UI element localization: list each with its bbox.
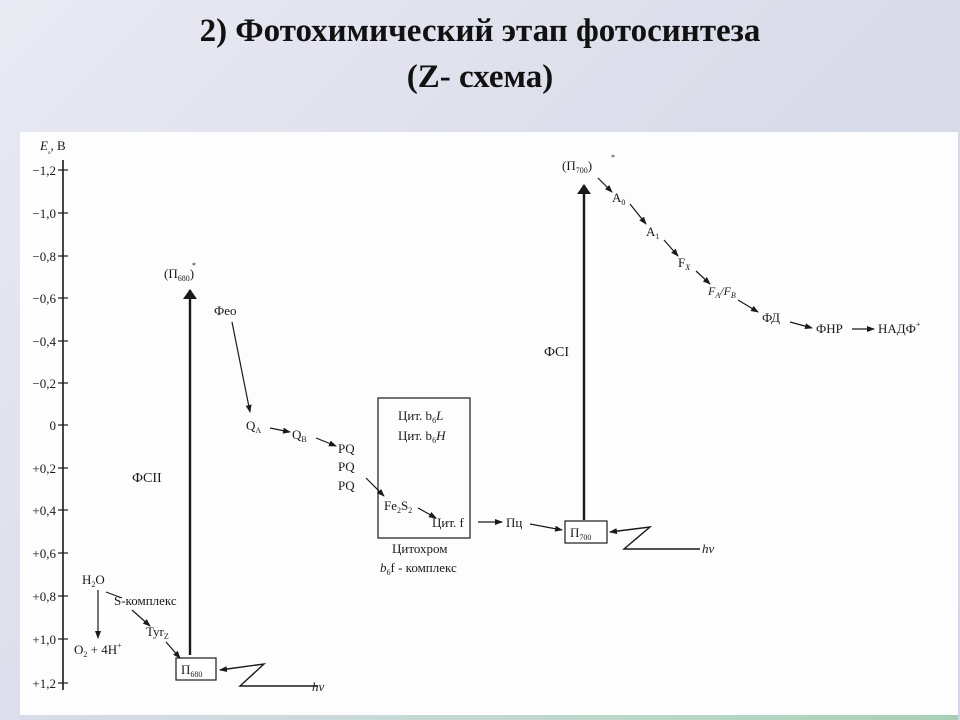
light-psii-label: hν bbox=[312, 679, 325, 694]
qb-label: QB bbox=[292, 427, 307, 444]
nadp-label: НАДФ+ bbox=[878, 320, 921, 336]
ferredoxin-label: ФД bbox=[762, 310, 780, 325]
s-complex-to-tyr-arrow bbox=[131, 609, 151, 627]
cytochrome-caption-2: b6f - комплекс bbox=[380, 560, 457, 577]
fafb-to-fd-arrow bbox=[737, 299, 759, 313]
psi-label: ФСI bbox=[544, 345, 569, 360]
plastocyanin-label: Пц bbox=[506, 515, 522, 530]
p700-label: П700 bbox=[570, 525, 591, 542]
cyt-b6l-label: Цит. b6L bbox=[398, 408, 443, 425]
pheophytin-label: Фео bbox=[214, 303, 237, 318]
tick-label: −0,8 bbox=[32, 249, 56, 264]
tick-label: −0,4 bbox=[32, 334, 56, 349]
fd-to-fnr-arrow bbox=[789, 321, 813, 330]
fnr-label: ФНР bbox=[816, 321, 843, 336]
p680-excited-star: * bbox=[192, 261, 196, 270]
p700-excited-star: * bbox=[611, 153, 615, 162]
cytochrome-complex-box bbox=[377, 397, 471, 539]
pq-label: PQ bbox=[338, 441, 355, 456]
a1-to-fx-arrow bbox=[663, 239, 679, 257]
tyrz-to-p680-arrow bbox=[165, 641, 181, 659]
p680-label: П680 bbox=[181, 662, 202, 679]
fx-label: FX bbox=[678, 255, 691, 272]
a0-label: A0 bbox=[612, 190, 625, 207]
tick-label: 0 bbox=[50, 418, 57, 433]
p700-excited-label: (П700) bbox=[562, 158, 592, 175]
oxygen-label: O2 + 4H+ bbox=[74, 641, 122, 659]
tick-label: +0,2 bbox=[32, 461, 56, 476]
pc-to-p700-arrow bbox=[529, 523, 563, 532]
tick-label: +0,6 bbox=[32, 546, 56, 561]
qa-label: QA bbox=[246, 418, 261, 435]
tick-label: +0,8 bbox=[32, 589, 56, 604]
qb-to-pq-arrow bbox=[315, 437, 337, 447]
water-label: H2O bbox=[82, 572, 105, 589]
cyt-f-label: Цит. f bbox=[432, 515, 465, 530]
pq-label: PQ bbox=[338, 459, 355, 474]
tick-label: +1,0 bbox=[32, 632, 56, 647]
a0-to-a1-arrow bbox=[629, 203, 647, 225]
light-psi-arrow bbox=[609, 526, 700, 550]
pq-to-fes-arrow bbox=[365, 477, 385, 497]
y-axis bbox=[58, 160, 68, 690]
a1-label: A1 bbox=[646, 224, 659, 241]
p700-to-a0-arrow bbox=[597, 177, 613, 193]
tick-label: −0,2 bbox=[32, 376, 56, 391]
pq-label: PQ bbox=[338, 478, 355, 493]
p700-box bbox=[564, 520, 608, 544]
tick-label: −1,2 bbox=[32, 163, 56, 178]
water-to-s-complex-line bbox=[105, 591, 123, 599]
p680-box bbox=[175, 657, 217, 681]
pheo-to-qa-arrow bbox=[231, 321, 252, 413]
title-line-2: (Z- схема) bbox=[406, 59, 554, 95]
tick-label: −1,0 bbox=[32, 206, 56, 221]
fes-label: Fe2S2 bbox=[384, 498, 412, 515]
light-psii-arrow bbox=[219, 663, 318, 687]
fes-to-cytf-arrow bbox=[417, 507, 437, 519]
bottom-strip bbox=[20, 715, 958, 720]
light-psi-label: hν bbox=[702, 541, 715, 556]
title-line-1: 2) Фотохимический этап фотосинтеза bbox=[199, 13, 761, 49]
slide-title: 2) Фотохимический этап фотосинтеза (Z- с… bbox=[0, 8, 960, 100]
psii-label: ФСII bbox=[132, 471, 162, 486]
qa-to-qb-arrow bbox=[269, 427, 291, 434]
diagram-panel bbox=[20, 132, 958, 715]
cyt-b6h-label: Цит. b6H bbox=[398, 428, 446, 445]
fafb-label: FA/FB bbox=[707, 284, 736, 300]
fx-to-fafb-arrow bbox=[695, 270, 711, 285]
tick-label: −0,6 bbox=[32, 291, 56, 306]
tyrz-label: TyrZ bbox=[146, 624, 169, 641]
tick-label: +1,2 bbox=[32, 676, 56, 691]
y-axis-label: Eₒ, В bbox=[39, 138, 66, 155]
y-axis-ticks: −1,2 −1,0 −0,8 −0,6 −0,4 −0,2 0 +0,2 +0,… bbox=[32, 163, 56, 691]
cytochrome-caption-1: Цитохром bbox=[392, 541, 448, 556]
s-complex-label: S-комплекс bbox=[114, 593, 177, 608]
p680-excited-label: (П680) bbox=[164, 266, 194, 283]
tick-label: +0,4 bbox=[32, 503, 56, 518]
